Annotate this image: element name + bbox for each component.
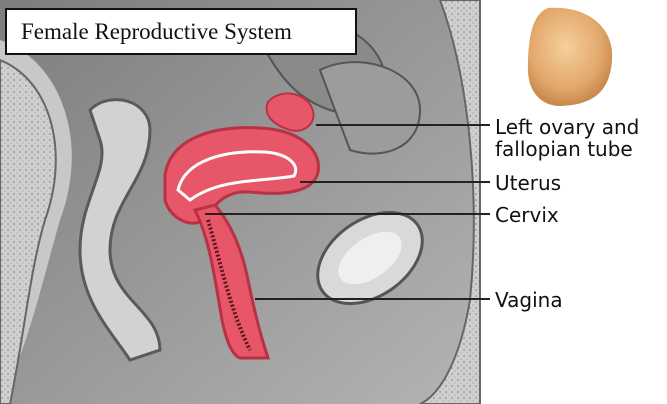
label-vagina: Vagina bbox=[495, 289, 563, 311]
label-cervix: Cervix bbox=[495, 204, 559, 226]
body-silhouette-inset bbox=[528, 8, 612, 106]
label-ovary-line2: fallopian tube bbox=[495, 138, 633, 160]
label-ovary-line1: Left ovary and bbox=[495, 116, 639, 138]
diagram-title: Female Reproductive System bbox=[5, 8, 357, 55]
label-uterus: Uterus bbox=[495, 172, 561, 194]
